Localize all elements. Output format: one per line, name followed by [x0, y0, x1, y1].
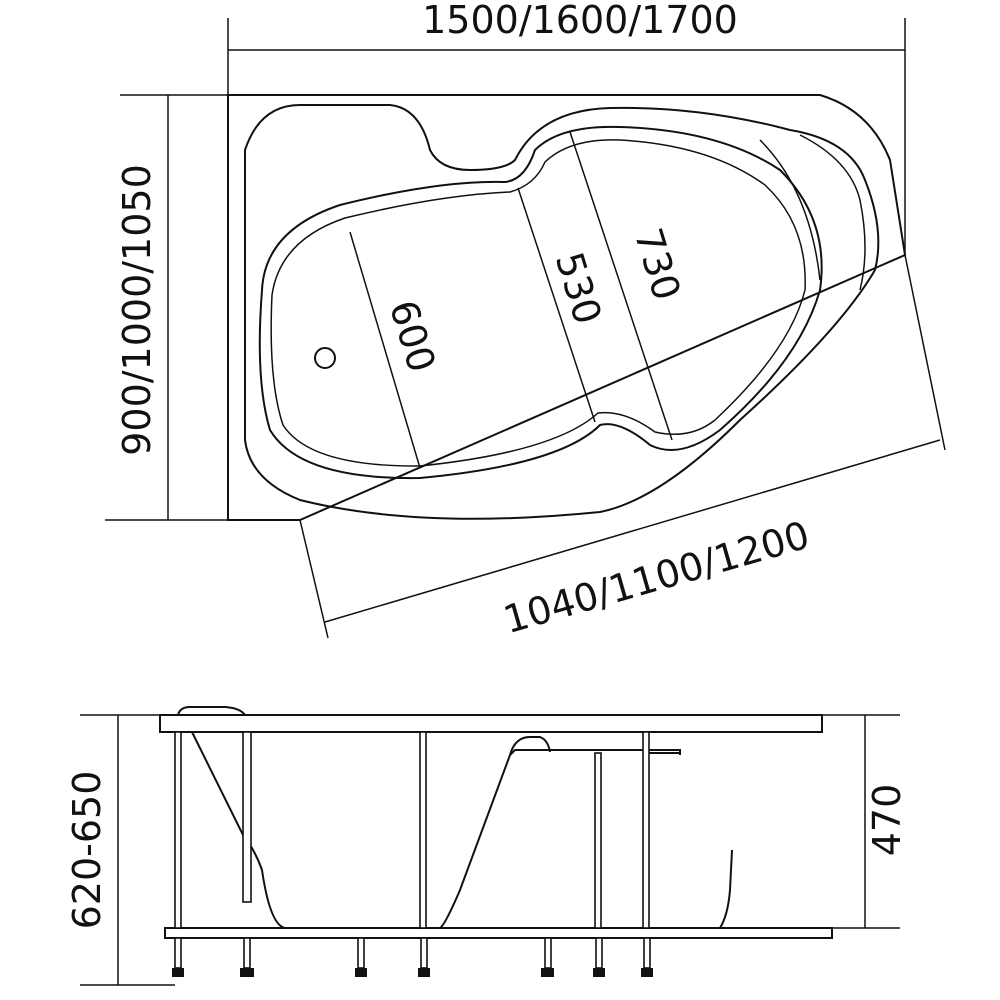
- diagonal-dimension-line: [324, 439, 941, 623]
- foot-post: [643, 937, 651, 969]
- length-label: 1500/1600/1700: [422, 0, 738, 42]
- top-view: 1500/1600/1700 900/1000/1050 600 530 730…: [105, 0, 946, 642]
- depth-label: 470: [865, 784, 909, 857]
- headrest-curve: [759, 139, 821, 281]
- tub-bowl-inner: [270, 139, 806, 467]
- foot-post: [174, 937, 182, 969]
- foot-post: [357, 937, 365, 969]
- foot-post: [544, 937, 552, 969]
- foot-post: [595, 937, 603, 969]
- tub-body-side-right: [643, 849, 733, 929]
- headrest-bump: [177, 706, 246, 716]
- foot-post: [420, 937, 428, 969]
- leg-post: [174, 731, 182, 929]
- dimension-line-530: [517, 187, 596, 423]
- tub-rim-side: [159, 714, 823, 733]
- foot-pad: [355, 968, 367, 977]
- leg-post: [594, 752, 602, 929]
- tub-body-side: [191, 731, 681, 929]
- foot-pad: [593, 968, 605, 977]
- leg-post: [242, 731, 252, 903]
- tub-bowl: [258, 125, 823, 480]
- headrest-curve: [799, 134, 866, 291]
- drain-icon: [314, 347, 336, 369]
- leg-post: [419, 731, 427, 929]
- dim-530-label: 530: [547, 247, 610, 329]
- foot-pad: [418, 968, 430, 977]
- foot-pad: [641, 968, 653, 977]
- foot-pad: [541, 968, 554, 977]
- height-label: 620-650: [65, 771, 109, 930]
- dimension-line-730: [569, 131, 673, 441]
- extension-line-diag-right: [904, 254, 946, 451]
- side-view: 620-650 470: [65, 706, 909, 986]
- dimension-line-600: [349, 231, 421, 469]
- foot-post: [243, 937, 251, 969]
- feet: [172, 937, 653, 977]
- width-label: 900/1000/1050: [115, 164, 159, 456]
- leg-post: [642, 731, 650, 929]
- diagonal-label: 1040/1100/1200: [499, 513, 815, 642]
- legs: [172, 731, 653, 977]
- support-frame: [164, 927, 833, 939]
- extension-line-diag-left: [299, 519, 329, 639]
- dim-730-label: 730: [626, 223, 689, 305]
- foot-pad: [240, 968, 254, 977]
- foot-pad: [172, 968, 184, 977]
- tub-rim: [244, 104, 880, 520]
- dim-600-label: 600: [381, 295, 444, 377]
